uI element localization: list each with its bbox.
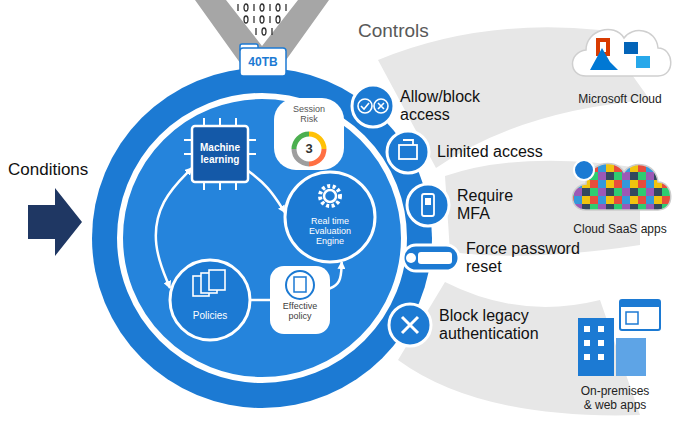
node-text: Limited access [437, 143, 577, 161]
target-cloud: Cloud SaaS apps [565, 222, 675, 238]
folder-icon [240, 48, 286, 76]
effective-policy: Effective policy [272, 268, 328, 332]
folder-label: 40TB [240, 50, 286, 74]
flow-arrow [248, 171, 285, 213]
allow-block-icon [352, 85, 394, 127]
gear-hub [324, 190, 336, 202]
gear-icon [320, 186, 340, 206]
input-heading: Conditions [8, 160, 88, 180]
policies-circle [170, 260, 250, 340]
node-text: Block legacy authentication [439, 307, 561, 343]
chip-pins [184, 118, 256, 190]
saas-cloud-icon [573, 160, 671, 210]
limited-access-icon [387, 131, 429, 173]
node-text: Effective policy [272, 301, 328, 321]
engine-circle: Real time Evaluation Engine [285, 172, 375, 262]
engine-circle [285, 172, 375, 262]
control-item: Block legacy authentication [439, 307, 561, 345]
control-item: Force password reset [466, 240, 596, 278]
flow-arrow [328, 262, 342, 289]
flow-arrow [250, 299, 272, 302]
password-reset-icon [403, 245, 459, 271]
node-text: Require MFA [457, 187, 529, 223]
target-premises: On-premises & web apps [577, 384, 653, 414]
node-text: Machine learning [195, 142, 245, 166]
gauge-title: Session Risk [285, 104, 333, 126]
control-item: Allow/block access [400, 88, 500, 126]
effective-ground [270, 266, 330, 334]
control-item: Limited access [437, 143, 577, 163]
chip-box: Machine learning [192, 126, 248, 182]
conditions-arrow [28, 188, 82, 256]
node-text: Policies [170, 310, 250, 322]
risk-gauge-box: Session Risk 3 [285, 104, 333, 166]
inner-ring [120, 96, 404, 380]
data-funnel [195, 0, 329, 74]
flow-arrow [156, 168, 192, 288]
control-item: Require MFA [457, 187, 529, 225]
buildings-icon [578, 300, 660, 376]
engine-wheel [92, 68, 432, 408]
node-text: Allow/block access [400, 88, 500, 124]
target-cloud: Microsoft Cloud [565, 92, 675, 108]
node-text: Force password reset [466, 240, 596, 276]
microsoft-cloud-icon [573, 29, 671, 76]
block-legacy-icon [389, 304, 431, 346]
document-icon [294, 277, 306, 292]
effective-circle [286, 271, 314, 299]
chip-body [192, 126, 248, 182]
node-text: Microsoft Cloud [565, 92, 675, 106]
documents-icon [193, 270, 225, 296]
gauge-ground [274, 98, 344, 170]
mfa-phone-icon [407, 184, 449, 226]
binary-digits [238, 4, 286, 35]
risk-score: 3 [285, 141, 333, 157]
node-text: Cloud SaaS apps [565, 222, 675, 236]
node-text: 40TB [240, 55, 286, 69]
policies-circle: Policies [170, 260, 250, 340]
node-text: Real time Evaluation Engine [300, 216, 360, 246]
node-text: On-premises & web apps [577, 384, 653, 412]
section-heading: Controls [358, 20, 429, 42]
